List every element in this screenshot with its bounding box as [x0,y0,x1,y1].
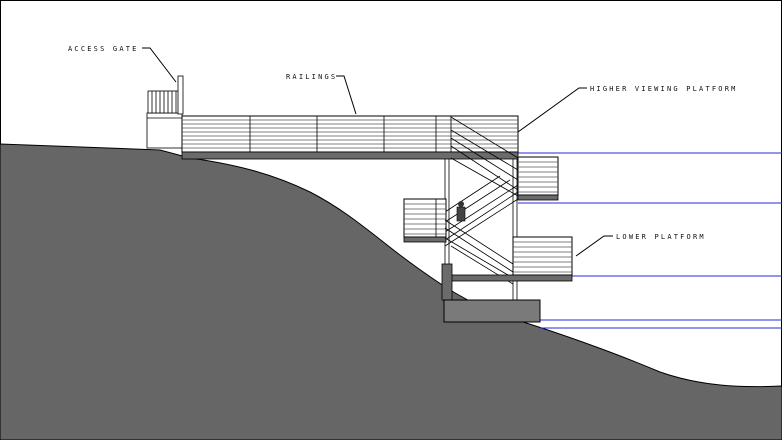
annotation-access-gate: ACCESS GATE [68,45,177,83]
upper-railing [181,115,519,153]
label-access-gate: ACCESS GATE [68,45,139,53]
upper-landing [517,156,559,201]
upper-deck [181,151,519,160]
middle-landing [403,198,447,243]
stair-run-2 [444,175,519,247]
annotation-railings: RAILINGS [286,73,357,115]
label-lower-platform: LOWER PLATFORM [616,233,706,241]
stair-run-1 [450,116,519,197]
lower-platform [444,236,573,282]
annotation-higher-platform: HIGHER VIEWING PLATFORM [517,85,738,133]
access-gate [146,75,184,149]
water-level-lines [518,152,782,329]
stair-run-3 [444,219,514,285]
foundation [441,263,541,323]
label-higher-platform: HIGHER VIEWING PLATFORM [590,85,738,93]
annotation-lower-platform: LOWER PLATFORM [575,233,706,257]
person-figure [456,201,466,222]
label-railings: RAILINGS [286,73,337,81]
